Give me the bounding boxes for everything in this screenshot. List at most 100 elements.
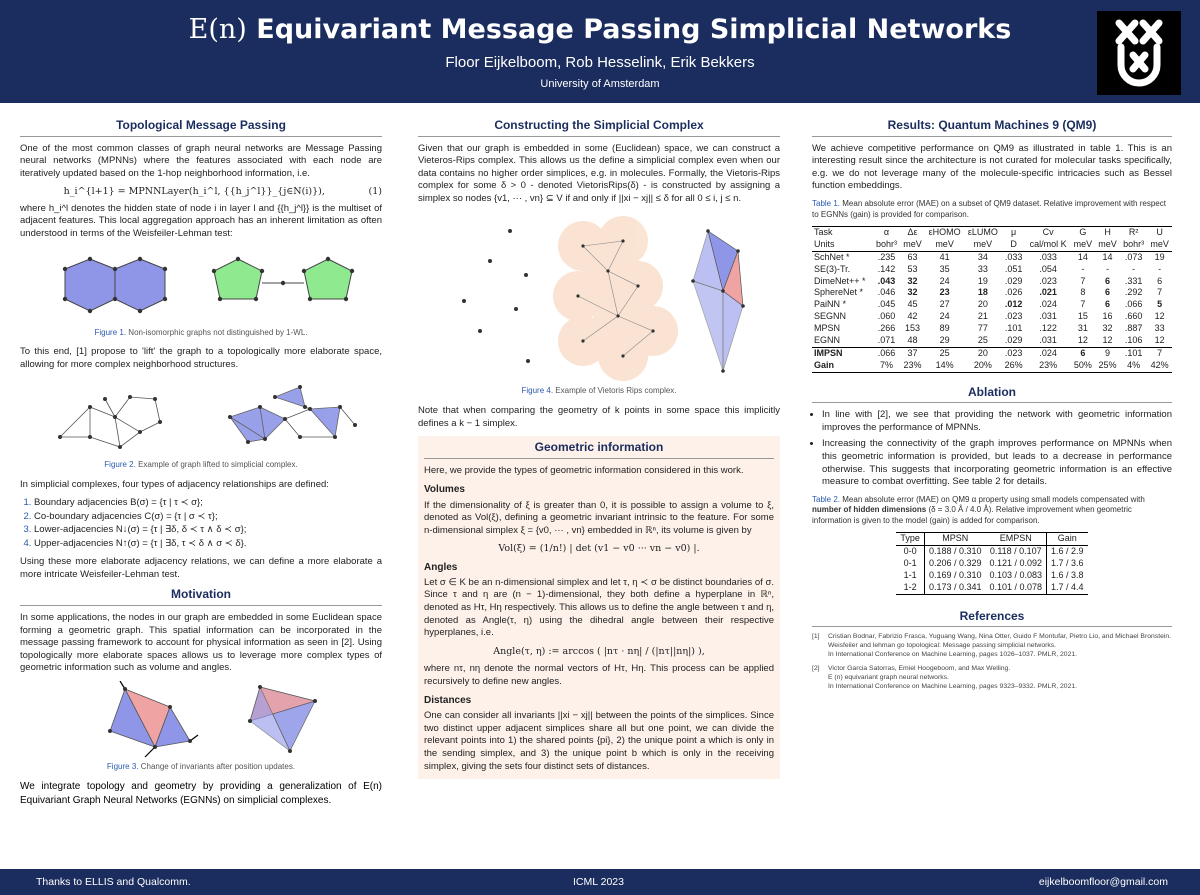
- table-cell: 25: [977, 334, 988, 345]
- table-cell: .023: [1039, 275, 1057, 286]
- table-cell: .071: [877, 334, 896, 345]
- section-title-ablation: Ablation: [812, 385, 1172, 404]
- table-cell: .012: [1004, 299, 1023, 310]
- footer-acknowledgement: Thanks to ELLIS and Qualcomm.: [36, 876, 191, 888]
- table-cell: .024: [1039, 299, 1057, 310]
- figure-4-caption: Figure 4. Example of Vietoris Rips compl…: [418, 386, 780, 397]
- figure-2-caption: Figure 2. Example of graph lifted to sim…: [20, 460, 382, 471]
- adjacency-boundary: Boundary adjacencies B(σ) = {τ | τ ≺ σ};: [34, 497, 382, 510]
- table-cell: 1-2: [896, 581, 925, 595]
- table-header-cell: MPSN: [924, 532, 986, 547]
- figure-2-text: Example of graph lifted to simplicial co…: [138, 460, 298, 470]
- column-middle: Constructing the Simplicial Complex Give…: [418, 118, 780, 780]
- table-cell: 1-1: [896, 569, 925, 582]
- adjacency-list: Boundary adjacencies B(σ) = {τ | τ ≺ σ};…: [34, 497, 382, 550]
- figure-4-text: Example of Vietoris Rips complex.: [555, 386, 677, 396]
- table-cell: .292: [1124, 287, 1143, 298]
- table-cell: .054: [1039, 263, 1057, 274]
- reference-item: [2]Victor Garcia Satorras, Emiel Hoogebo…: [812, 665, 1172, 691]
- topo-paragraph-5: Using these more elaborate adjacency rel…: [20, 556, 382, 580]
- table-cell: 12: [1102, 334, 1113, 345]
- table-2-text-b: number of hidden dimensions: [812, 505, 927, 515]
- section-title-topological: Topological Message Passing: [20, 118, 382, 137]
- subtitle-volumes: Volumes: [424, 484, 465, 496]
- table-cell: 0.118 / 0.107: [985, 545, 1048, 558]
- figure-1: Figure 1. Non-isomorphic graphs not dist…: [20, 247, 382, 339]
- row-name-cell: PaiNN *: [814, 299, 847, 310]
- footer-venue: ICML 2023: [573, 876, 624, 888]
- university-logo: [1097, 11, 1181, 95]
- table-cell: 7: [1147, 346, 1172, 360]
- table-cell: 7: [1080, 299, 1086, 310]
- figure-3-text: Change of invariants after position upda…: [140, 761, 296, 771]
- table-cell: 7: [1157, 287, 1163, 298]
- table-cell: 12: [1154, 311, 1165, 322]
- adjacency-lower: Lower-adjacencies N↓(σ) = {τ | ∃δ, δ ≺ τ…: [34, 524, 382, 537]
- table-cell: 42: [907, 311, 918, 322]
- table-cell: 20: [977, 299, 988, 310]
- figure-4-label: Figure 4.: [521, 386, 554, 396]
- volume-equation: Vol(ξ) = (1/n!) | det (v1 − v0 ··· vn − …: [498, 543, 700, 555]
- constructing-paragraph-1: Given that our graph is embedded in some…: [418, 142, 780, 204]
- table-header-cell: Gain: [1046, 532, 1088, 547]
- table-cell: .043: [877, 275, 896, 286]
- table-header-cell: Type: [896, 532, 925, 547]
- table-cell: .073: [1119, 250, 1148, 264]
- distances-paragraph: One can consider all invariants ||xi − x…: [424, 710, 774, 772]
- row-name-cell: SE(3)-Tr.: [814, 263, 851, 274]
- reference-list: [1]Cristian Bodnar, Fabrizio Frasca, Yug…: [812, 633, 1172, 691]
- results-paragraph: We achieve competitive performance on QM…: [812, 142, 1172, 192]
- reference-line: Cristian Bodnar, Fabrizio Frasca, Yuguan…: [828, 633, 1172, 641]
- figure-3: Figure 3. Change of invariants after pos…: [20, 680, 382, 773]
- table-cell: 32: [907, 275, 918, 286]
- row-name-cell: IMPSN: [812, 346, 873, 360]
- table-cell: .106: [1124, 334, 1143, 345]
- reference-item: [1]Cristian Bodnar, Fabrizio Frasca, Yug…: [812, 633, 1172, 659]
- ablation-item: Increasing the connectivity of the graph…: [822, 438, 1172, 488]
- table-cell: 89: [939, 323, 950, 334]
- table-cell: 25: [924, 346, 965, 360]
- table-cell: 0.103 / 0.083: [985, 569, 1048, 582]
- table-2-text-a: Mean absolute error (MAE) on QM9 α prope…: [842, 494, 1145, 504]
- table-cell: 31: [1077, 323, 1088, 334]
- section-title-references: References: [812, 609, 1172, 628]
- authors: Floor Eijkelboom, Rob Hesselink, Erik Be…: [445, 54, 755, 71]
- table-unit-cell: meV: [1073, 238, 1093, 249]
- figure-3-caption: Figure 3. Change of invariants after pos…: [20, 762, 382, 773]
- table-cell: 0-1: [896, 557, 925, 570]
- table-cell: 26%: [1001, 359, 1026, 373]
- table-cell: 6: [1157, 275, 1163, 286]
- table-cell: 16: [1102, 311, 1113, 322]
- ablation-list: In line with [2], we see that providing …: [822, 409, 1172, 488]
- table-cell: 1.7 / 4.4: [1046, 581, 1088, 595]
- angles-paragraph-2: where nτ, nη denote the normal vectors o…: [424, 663, 774, 687]
- table-cell: 29: [939, 334, 950, 345]
- table-cell: 18: [977, 287, 988, 298]
- section-title-results: Results: Quantum Machines 9 (QM9): [812, 118, 1172, 137]
- table-cell: 6: [1105, 299, 1111, 310]
- table-cell: .887: [1124, 323, 1143, 334]
- reference-line: In International Conference on Machine L…: [828, 651, 1078, 659]
- row-name-cell: SphereNet *: [814, 287, 864, 298]
- table-cell: 20%: [964, 359, 1002, 373]
- table-cell: 0.206 / 0.329: [928, 557, 982, 568]
- table-cell: 12: [1154, 334, 1165, 345]
- table-header-cell: U: [1147, 226, 1172, 239]
- reference-line: In International Conference on Machine L…: [828, 682, 1078, 690]
- poster-header: E(n) Equivariant Message Passing Simplic…: [0, 0, 1200, 103]
- table-cell: 14: [1095, 250, 1120, 264]
- table-cell: 0.188 / 0.310: [928, 546, 982, 557]
- table-cell: 32: [907, 287, 918, 298]
- table-cell: 9: [1095, 346, 1120, 360]
- table-unit-cell: cal/mol K: [1029, 238, 1067, 249]
- table-unit-cell: meV: [1098, 238, 1117, 249]
- figure-2-label: Figure 2.: [104, 460, 136, 470]
